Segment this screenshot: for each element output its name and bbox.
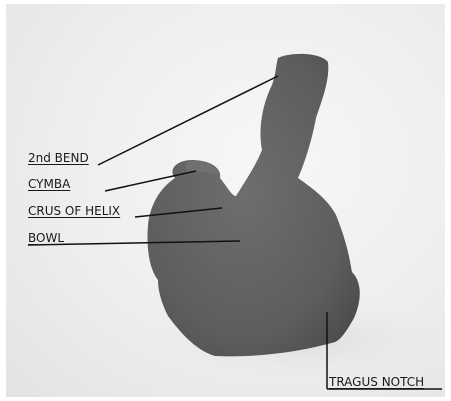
label-bowl: BOWL [28, 231, 64, 245]
leader-line-2nd-bend [98, 76, 278, 165]
earmold-shape [147, 54, 359, 356]
label-tragus-notch: TRAGUS NOTCH [329, 375, 424, 389]
label-2nd-bend: 2nd BEND [28, 151, 89, 165]
label-cymba: CYMBA [28, 177, 70, 191]
label-crus-of-helix: CRUS OF HELIX [28, 204, 120, 218]
